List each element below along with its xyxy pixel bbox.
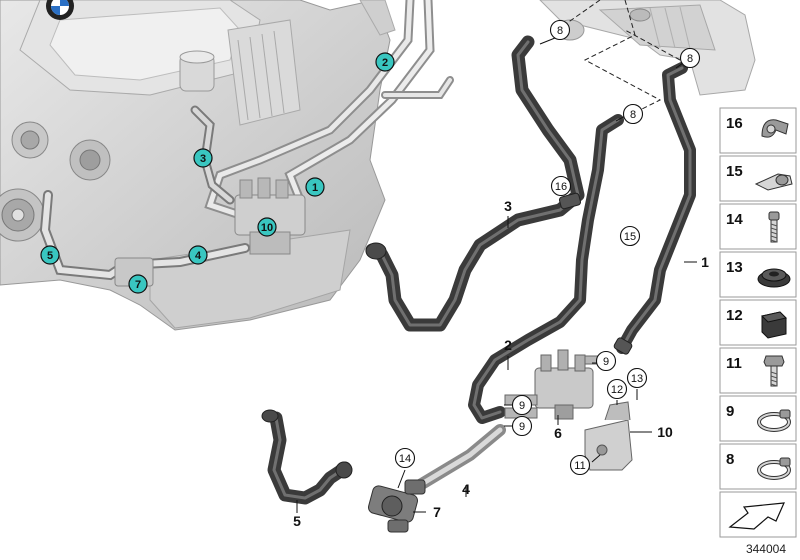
callout-13: 13 xyxy=(626,367,648,389)
part-label-3: 3 xyxy=(504,198,512,214)
callout-label: 8 xyxy=(630,109,636,121)
callout-9: 9 xyxy=(595,350,617,372)
callout-label: 16 xyxy=(555,181,567,193)
engine-callout-label: 10 xyxy=(261,222,273,234)
rubber-mount-icon xyxy=(761,311,787,339)
engine-callout-label: 7 xyxy=(135,279,141,291)
engine-callout-4: 4 xyxy=(188,245,208,265)
hose-clamp-icon xyxy=(757,409,791,432)
side-panel-number: 13 xyxy=(726,259,743,276)
side-panel-cell-14: 14 xyxy=(719,203,797,250)
hose-5 xyxy=(267,411,352,505)
side-panel-cell-15: 15 xyxy=(719,155,797,202)
pulley-icon xyxy=(0,121,111,242)
engine-callout-7: 7 xyxy=(128,274,148,294)
side-panel: 16 15 14 13 12 11 9 8 xyxy=(719,107,797,538)
engine-callout-label: 4 xyxy=(195,250,202,262)
side-panel-cell-8: 8 xyxy=(719,443,797,490)
side-panel-cell-arrow xyxy=(719,491,797,538)
part-label-10: 10 xyxy=(657,424,673,440)
callout-8: 8 xyxy=(622,103,644,125)
engine-callout-10: 10 xyxy=(257,217,277,237)
side-panel-number: 11 xyxy=(726,355,742,372)
hose-clamp-icon xyxy=(757,457,791,480)
part-label-6: 6 xyxy=(554,425,562,441)
engine-callout-3: 3 xyxy=(193,148,213,168)
engine-callout-1: 1 xyxy=(305,177,325,197)
engine-callout-label: 1 xyxy=(312,182,318,194)
engine-illustration xyxy=(0,0,396,331)
callout-9: 9 xyxy=(511,415,533,437)
side-panel-cell-16: 16 xyxy=(719,107,797,154)
valve-bracket xyxy=(584,401,633,471)
diagram-id: 344004 xyxy=(745,542,786,556)
engine-callouts: 2 3 1 10 4 5 7 xyxy=(40,52,395,294)
side-panel-number: 16 xyxy=(726,115,743,132)
side-panel-cell-13: 13 xyxy=(719,251,797,298)
callout-11: 11 xyxy=(569,454,591,476)
side-panel-cell-9: 9 xyxy=(719,395,797,442)
hoses xyxy=(267,35,696,505)
side-panel-cell-12: 12 xyxy=(719,299,797,346)
grommet-icon xyxy=(757,268,791,288)
callout-label: 9 xyxy=(519,400,525,412)
side-panel-number: 12 xyxy=(726,307,743,324)
callout-label: 8 xyxy=(687,53,693,65)
side-panel-number: 14 xyxy=(726,211,743,228)
callout-8: 8 xyxy=(679,47,701,69)
leader-lines xyxy=(296,37,697,513)
engine-callout-label: 5 xyxy=(47,250,53,262)
part-label-5: 5 xyxy=(293,513,301,529)
side-panel-cell-11: 11 xyxy=(719,347,797,394)
arrow-icon xyxy=(728,502,785,530)
engine-callout-label: 2 xyxy=(382,57,388,69)
callout-9: 9 xyxy=(511,394,533,416)
callout-label: 15 xyxy=(624,231,636,243)
callout-label: 9 xyxy=(603,356,609,368)
callout-label: 14 xyxy=(399,453,411,465)
callout-16: 16 xyxy=(550,175,572,197)
callout-15: 15 xyxy=(619,225,641,247)
callout-label: 9 xyxy=(519,421,525,433)
electric-pump xyxy=(368,479,426,533)
side-panel-number: 15 xyxy=(726,163,743,180)
engine-callout-label: 3 xyxy=(200,153,206,165)
callout-label: 8 xyxy=(557,25,563,37)
callout-8: 8 xyxy=(549,19,571,41)
emblem-icon xyxy=(46,0,74,20)
hose-fittings xyxy=(261,192,633,479)
engine-callout-5: 5 xyxy=(40,245,60,265)
callout-12: 12 xyxy=(606,378,628,400)
engine-callout-2: 2 xyxy=(375,52,395,72)
engine-coolant-pipes xyxy=(39,0,454,281)
part-label-2: 2 xyxy=(504,337,512,353)
coolant-valve xyxy=(504,349,608,420)
side-panel-number: 9 xyxy=(726,403,734,420)
part-label-7: 7 xyxy=(433,504,441,520)
part-label-1: 1 xyxy=(701,254,709,270)
side-panel-number: 8 xyxy=(726,451,734,468)
callout-label: 12 xyxy=(611,384,623,396)
callout-14: 14 xyxy=(394,447,416,469)
part-label-4: 4 xyxy=(462,481,470,497)
heater-housing xyxy=(539,0,756,96)
hose-clip-icon xyxy=(761,119,789,138)
bracket-clip-icon xyxy=(754,173,793,191)
callout-label: 13 xyxy=(631,373,643,385)
engine-valve-block xyxy=(234,177,306,255)
bolt-icon xyxy=(768,211,780,243)
circled-callouts: 8 8 8 16 15 9 9 9 12 13 14 11 xyxy=(394,19,701,476)
hex-bolt-icon xyxy=(763,355,785,387)
callout-label: 11 xyxy=(574,460,585,472)
